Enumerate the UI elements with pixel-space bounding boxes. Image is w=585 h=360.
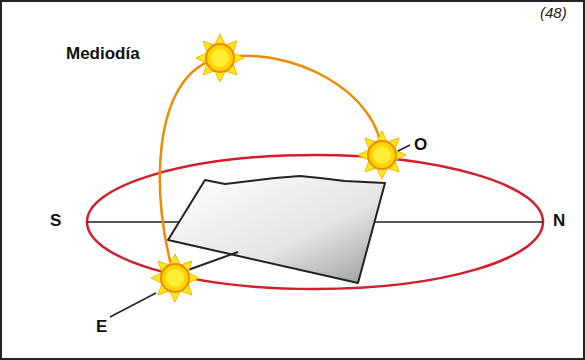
leader-line [398, 145, 410, 151]
time-label: Mediodía [66, 45, 140, 64]
horizon-ellipse [87, 155, 543, 289]
building [168, 176, 385, 283]
sun-arc [160, 56, 382, 278]
sun-east [151, 254, 199, 302]
direction-label: S [50, 212, 61, 231]
leader-line [110, 293, 156, 317]
direction-label: N [553, 212, 565, 231]
direction-label: O [414, 136, 427, 155]
direction-label: E [96, 318, 107, 337]
figure-number: (48) [540, 5, 567, 22]
sun-noon [196, 34, 244, 82]
sun-west [358, 131, 406, 179]
sun-ray-line [188, 252, 238, 270]
